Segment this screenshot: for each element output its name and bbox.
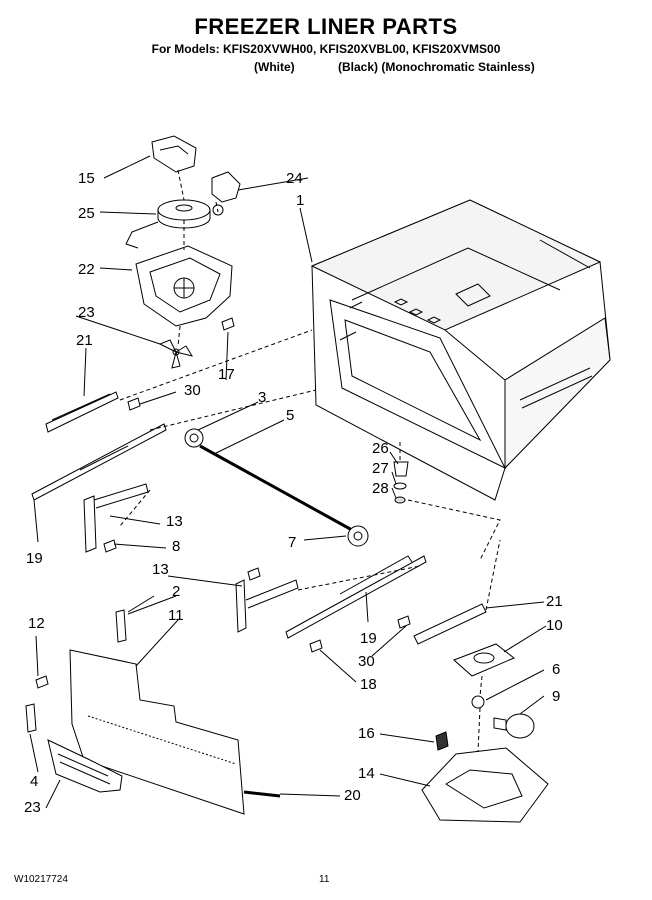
bracket-center: [235, 579, 299, 633]
callout-1: 1: [296, 192, 305, 209]
callout-7: 7: [288, 534, 297, 551]
light-switch: [435, 731, 449, 751]
freezer-cover-panel: [69, 649, 245, 815]
callout-2: 2: [172, 583, 181, 600]
callout-25: 24: [286, 170, 303, 187]
callout-9: 9: [552, 688, 561, 705]
screw-17: [221, 317, 235, 331]
fan-blade: [158, 339, 194, 369]
slide-rail-right-upper: [413, 603, 487, 645]
callout-4: 4: [30, 773, 39, 790]
callout-13-left: 13: [166, 513, 183, 530]
screw-8-center: [247, 567, 261, 581]
callout-17: 17: [218, 366, 235, 383]
pinion-shaft: [199, 444, 353, 532]
callout-27: 26: [372, 440, 389, 457]
vent-grille: [47, 739, 123, 793]
callout-14: 14: [358, 765, 375, 782]
variant-others-label: (Black) (Monochromatic Stainless): [338, 60, 535, 74]
callout-22: 23: [24, 799, 41, 816]
fan-motor: [125, 199, 211, 249]
clip: [25, 703, 37, 733]
callout-23: 22: [78, 261, 95, 278]
motor-mount: [211, 171, 241, 216]
fan-bracket: [151, 135, 197, 173]
slide-rail-left-upper: [45, 391, 119, 433]
grommet: [115, 609, 127, 643]
leader-lines: [29, 155, 547, 809]
slide-rail-left-lower: [31, 423, 167, 501]
callout-19-left: 19: [26, 550, 43, 567]
callout-6: 6: [552, 661, 561, 678]
callout-21-left: 21: [76, 332, 93, 349]
callout-30-right: 30: [358, 653, 375, 670]
fan-housing: [135, 245, 233, 327]
models-line: For Models: KFIS20XVWH00, KFIS20XVBL00, …: [151, 42, 501, 56]
screw-8-left: [103, 539, 117, 553]
callout-15: 15: [78, 170, 95, 187]
callout-24: 23: [78, 304, 95, 321]
callout-12: 12: [28, 615, 45, 632]
callout-28: 27: [372, 460, 389, 477]
callout-18: 18: [360, 676, 377, 693]
callout-13-center: 13: [152, 561, 169, 578]
pinion-gear-7: [347, 525, 369, 547]
callout-29: 28: [372, 480, 389, 497]
callout-20: 20: [344, 787, 361, 804]
assembly-lines: [119, 169, 501, 753]
light-lens: [453, 643, 515, 677]
screw-30-right: [397, 615, 411, 629]
light-bulb: [493, 713, 535, 739]
damper-assembly: [393, 461, 409, 504]
bracket-left: [83, 483, 149, 553]
rod: [243, 790, 281, 798]
page-title: FREEZER LINER PARTS: [194, 14, 458, 39]
document-number: W10217724: [14, 874, 68, 885]
callout-11: 11: [168, 607, 184, 624]
callout-19-right: 19: [360, 630, 377, 647]
screw-12: [35, 675, 49, 689]
callout-26: 25: [78, 205, 95, 222]
callout-8: 8: [172, 538, 181, 555]
callout-21-right: 21: [546, 593, 563, 610]
callout-3: 3: [258, 389, 267, 406]
pinion-gear-3: [184, 428, 204, 448]
screw-18: [309, 639, 323, 653]
variant-white-label: (White): [254, 60, 295, 74]
page-number: 11: [319, 874, 330, 885]
callout-5: 5: [286, 407, 295, 424]
callout-30-left: 30: [184, 382, 201, 399]
slide-rail-right: [285, 555, 427, 639]
light-socket: [471, 695, 485, 709]
light-housing: [421, 747, 549, 823]
callout-10: 10: [546, 617, 563, 634]
freezer-liner: [310, 199, 611, 501]
screw-30-left: [127, 397, 141, 411]
callout-16: 16: [358, 725, 375, 742]
